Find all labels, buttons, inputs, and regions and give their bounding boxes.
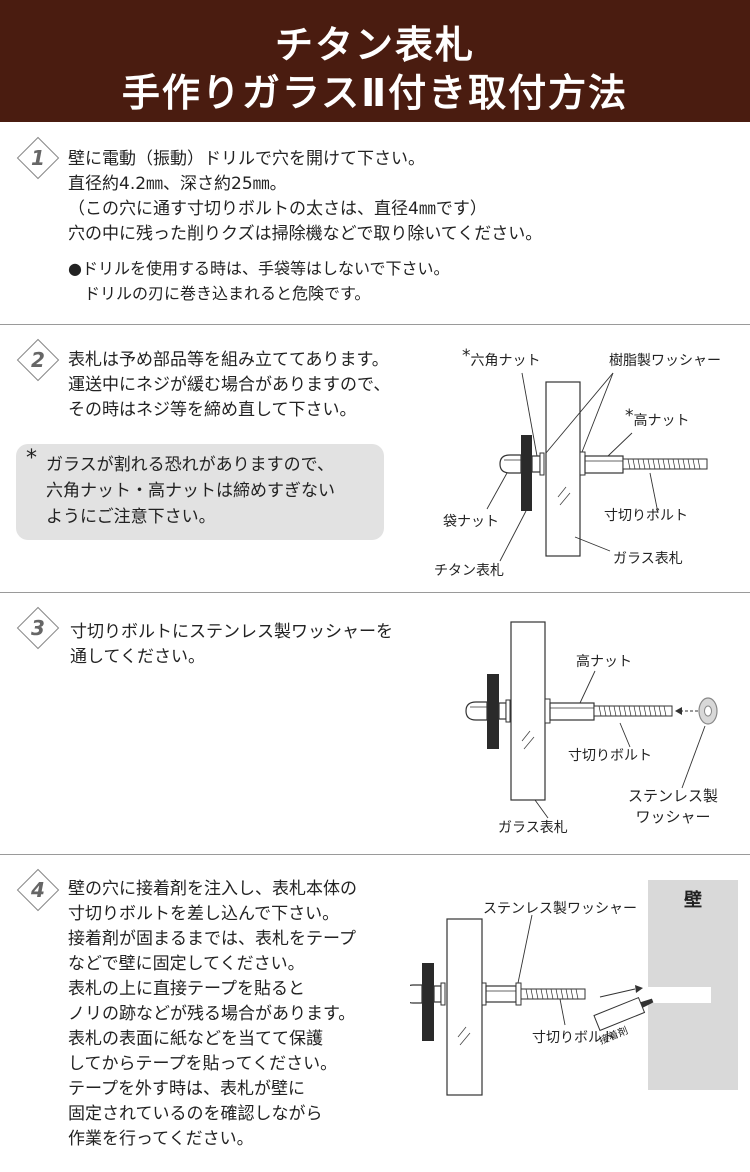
step-4-line: 表札の上に直接テープを貼ると <box>68 979 305 999</box>
cap-nut-shape <box>410 984 423 1004</box>
page-title-line1: チタン表札 <box>274 23 475 67</box>
adhesive-tube-icon <box>593 996 654 1032</box>
step-2-section: 2 表札は予め部品等を組み立ててあります。 運送中にネジが緩む場合がありますので… <box>0 325 750 593</box>
step-4-line: 寸切りボルトを差し込んで下さい。 <box>68 904 340 924</box>
step-4-line: ノリの跡などが残る場合があります。 <box>68 1004 356 1024</box>
step-number: 1 <box>31 146 45 170</box>
wall-hole <box>648 987 711 1003</box>
step-number-badge: 4 <box>16 868 60 912</box>
caution-line: ようにご注意下さい。 <box>46 507 216 527</box>
step-number-badge: 2 <box>16 338 60 382</box>
step-1-line: 壁に電動（振動）ドリルで穴を開けて下さい。 <box>68 149 425 169</box>
glass-plate-shape <box>446 918 483 1096</box>
step-1-line: （この穴に通す寸切りボルトの太さは、直径4㎜です） <box>68 199 487 219</box>
resin-washer-shape <box>579 451 586 476</box>
page-title-line2: 手作りガラスⅡ付き取付方法 <box>121 71 629 115</box>
tall-nut-shape <box>584 455 624 474</box>
step-4-line: などで壁に固定してください。 <box>68 954 305 974</box>
cap-nut-shape <box>465 701 488 721</box>
step-4-line: 固定されているのを確認しながら <box>68 1104 323 1124</box>
glass-plate-shape <box>510 621 546 801</box>
step-3-text: 寸切りボルトにステンレス製ワッシャーを 通してください。 <box>70 620 393 670</box>
step-3-diagram <box>465 621 718 819</box>
step-1-line: 穴の中に残った削りクズは掃除機などで取り除いてください。 <box>68 224 543 244</box>
label-bolt: 寸切りボルト <box>568 748 652 764</box>
step-2-line: その時はネジ等を締め直して下さい。 <box>68 400 357 420</box>
step-number: 4 <box>31 878 45 902</box>
titanium-plate-shape <box>521 435 532 511</box>
page-header: チタン表札 手作りガラスⅡ付き取付方法 <box>0 0 750 122</box>
bolt-shape <box>593 705 673 717</box>
asterisk-icon: * <box>26 446 37 471</box>
step-3-line: 通してください。 <box>70 647 205 667</box>
label-titanium-plate: チタン表札 <box>434 563 504 579</box>
step-2-text: 表札は予め部品等を組み立ててあります。 運送中にネジが緩む場合がありますので、 … <box>68 348 390 423</box>
step-4-text: 壁の穴に接着剤を注入し、表札本体の 寸切りボルトを差し込んで下さい。 接着剤が固… <box>68 877 357 1152</box>
step-2-diagram <box>486 372 708 562</box>
step-number-badge: 1 <box>16 136 60 180</box>
step-4-diagram <box>410 914 654 1096</box>
step-1-warning: ●ドリルを使用する時は、手袋等はしないで下さい。 ドリルの刃に巻き込まれると危険… <box>68 256 449 306</box>
step-3-section: 3 寸切りボルトにステンレス製ワッシャーを 通してください。 <box>0 593 750 855</box>
step-number: 2 <box>31 348 45 372</box>
step-4-line: してからテープを貼ってください。 <box>68 1054 338 1074</box>
wall-block: 壁 <box>648 880 738 1090</box>
caution-box: * ガラスが割れる恐れがありますので、 六角ナット・高ナットは締めすぎない よう… <box>16 444 384 540</box>
step-4-line: 表札の表面に紙などを当てて保護 <box>68 1029 323 1049</box>
label-glass-plate: ガラス表札 <box>498 820 568 836</box>
titanium-plate-shape <box>487 674 499 749</box>
step-1-section: 1 壁に電動（振動）ドリルで穴を開けて下さい。 直径約4.2㎜、深さ約25㎜。 … <box>0 122 750 325</box>
step-1-line: 直径約4.2㎜、深さ約25㎜。 <box>68 174 287 194</box>
stainless-washer-shape <box>515 982 522 1006</box>
label-stainless-washer: ステンレス製ワッシャー <box>483 901 637 917</box>
step-number-badge: 3 <box>16 606 60 650</box>
label-glass-plate: ガラス表札 <box>613 551 683 567</box>
step-3-line: 寸切りボルトにステンレス製ワッシャーを <box>70 622 393 642</box>
tall-nut-shape <box>549 702 595 721</box>
label-bolt: 寸切りボルト <box>604 508 688 524</box>
label-cap-nut: 袋ナット <box>443 514 499 530</box>
step-4-line: テープを外す時は、表札が壁に <box>68 1079 305 1099</box>
label-hex-nut: *六角ナット <box>462 346 541 369</box>
label-resin-washer: 樹脂製ワッシャー <box>609 353 721 369</box>
caution-line: ガラスが割れる恐れがありますので、 <box>46 455 334 475</box>
label-wall: 壁 <box>684 890 702 911</box>
step-4-line: 作業を行ってください。 <box>68 1129 254 1149</box>
titanium-plate-shape <box>422 963 434 1041</box>
step-1-text: 壁に電動（振動）ドリルで穴を開けて下さい。 直径約4.2㎜、深さ約25㎜。 （こ… <box>68 147 542 247</box>
step-2-line: 運送中にネジが緩む場合がありますので、 <box>68 375 391 395</box>
tall-nut-shape <box>485 985 517 1003</box>
step-2-line: 表札は予め部品等を組み立ててあります。 <box>68 350 389 370</box>
label-tall-nut: *高ナット <box>625 406 690 429</box>
label-tall-nut: 高ナット <box>576 654 632 670</box>
step-4-line: 壁の穴に接着剤を注入し、表札本体の <box>68 879 357 899</box>
label-stainless-washer: ステンレス製 ワッシャー <box>628 787 719 826</box>
glass-plate-shape <box>545 381 581 557</box>
step-4-line: 接着剤が固まるまでは、表札をテープ <box>68 929 356 949</box>
caution-line: 六角ナット・高ナットは締めすぎない <box>46 481 335 501</box>
hex-nut-shape <box>531 455 541 473</box>
label-bolt: 寸切りボルト <box>532 1030 616 1046</box>
warning-line: ドリルの刃に巻き込まれると危険です。 <box>68 284 371 303</box>
step-4-section: 4 壁の穴に接着剤を注入し、表札本体の 寸切りボルトを差し込んで下さい。 接着剤… <box>0 855 750 1172</box>
cap-nut-shape <box>499 454 522 474</box>
step-number: 3 <box>31 616 45 640</box>
warning-line: ●ドリルを使用する時は、手袋等はしないで下さい。 <box>68 259 450 278</box>
